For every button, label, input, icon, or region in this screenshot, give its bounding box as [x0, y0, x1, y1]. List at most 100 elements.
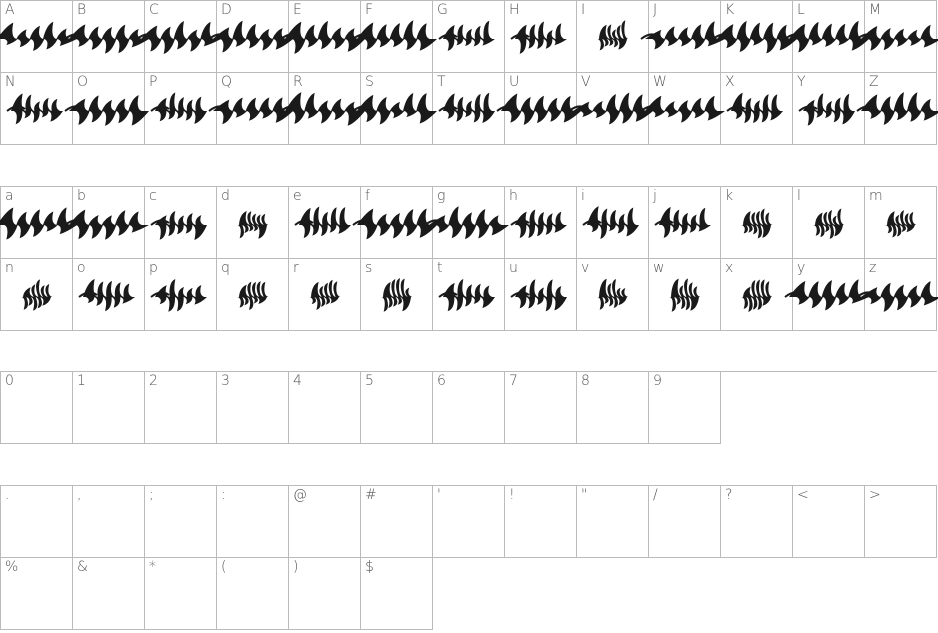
glyph-cell: >	[865, 486, 937, 558]
glyph-cell-label: "	[581, 487, 588, 503]
tribal-glyph-icon	[352, 208, 437, 240]
glyph-cell: &	[73, 558, 145, 630]
glyph-cell: A	[0, 1, 77, 73]
glyph-cell: r	[289, 259, 361, 331]
glyph-cell: )	[289, 558, 361, 630]
glyph-cell: m	[865, 187, 937, 259]
glyph-cell-label: X	[725, 74, 735, 90]
glyph-cell: .	[1, 486, 73, 558]
glyph-cell-label: :	[221, 487, 226, 503]
tribal-glyph-icon	[813, 208, 845, 239]
punctuation-glyph-grid: .,;:@#'!"/?<>%&*()$	[0, 485, 937, 630]
glyph-cell-label: 6	[437, 373, 446, 389]
glyph-cell-label: j	[653, 188, 657, 204]
glyph-cell-label: I	[581, 2, 586, 18]
glyph-cell-label: z	[869, 260, 877, 276]
glyph-cell: e	[289, 187, 361, 259]
glyph-cell: ;	[145, 486, 217, 558]
glyph-cell-label: G	[437, 2, 448, 18]
glyph-cell: P	[145, 73, 217, 145]
glyph-cell-label: 0	[5, 373, 14, 389]
glyph-cell: f	[352, 187, 437, 259]
glyph-cell: '	[433, 486, 505, 558]
tribal-glyph-icon	[438, 279, 495, 312]
glyph-cell-label: F	[365, 2, 374, 18]
glyph-cell-label: b	[77, 188, 86, 204]
glyph-cell-label: p	[149, 260, 158, 276]
glyph-cell-label: !	[509, 487, 515, 503]
glyph-cell-label: P	[149, 74, 158, 90]
glyph-cell-label: O	[77, 74, 89, 90]
glyph-cell-label: t	[437, 260, 443, 276]
glyph-cell-label: r	[293, 260, 299, 276]
glyph-cell-label: h	[509, 188, 518, 204]
glyph-cell-label: %	[5, 559, 19, 575]
glyph-cell: 1	[73, 372, 145, 444]
glyph-cell-label: 1	[77, 373, 86, 389]
glyph-cell-label: Q	[221, 74, 233, 90]
glyph-cell-label: A	[5, 2, 15, 18]
glyph-cell-label: N	[5, 74, 16, 90]
glyph-cell-label: c	[149, 188, 157, 204]
glyph-cell-label: Z	[869, 74, 879, 90]
glyph-cell-label: 9	[653, 373, 662, 389]
glyph-cell-label: q	[221, 260, 230, 276]
glyph-cell: C	[136, 1, 221, 73]
glyph-cell-label: '	[437, 487, 441, 503]
glyph-cell: I	[577, 1, 649, 73]
glyph-cell: w	[649, 259, 721, 331]
glyph-cell: B	[64, 1, 149, 73]
glyph-cell-label: .	[5, 487, 10, 503]
glyph-cell: N	[1, 73, 73, 145]
glyph-cell: g	[424, 187, 509, 259]
glyph-cell: U	[496, 73, 581, 145]
glyph-cell: Y	[793, 73, 865, 145]
glyph-cell: 3	[217, 372, 289, 444]
glyph-cell: ?	[721, 486, 793, 558]
glyph-cell-label: J	[653, 2, 658, 18]
glyph-cell: #	[361, 486, 433, 558]
tribal-glyph-icon	[654, 206, 711, 238]
glyph-cell: 0	[1, 372, 73, 444]
glyph-cell-label: ;	[149, 487, 154, 503]
glyph-cell-label: n	[5, 260, 14, 276]
glyph-cell-label: m	[869, 188, 883, 204]
glyph-cell-label: E	[293, 2, 302, 18]
glyph-cell: X	[721, 73, 793, 145]
glyph-cell: s	[361, 259, 433, 331]
glyph-cell: u	[505, 259, 577, 331]
glyph-cell: v	[577, 259, 649, 331]
glyph-cell: /	[649, 486, 721, 558]
glyph-cell-label: R	[293, 74, 303, 90]
glyph-cell: J	[640, 1, 725, 73]
glyph-cell-label: V	[581, 74, 591, 90]
glyph-cell-label: i	[581, 188, 585, 204]
glyph-cell-label: v	[581, 260, 590, 276]
glyph-cell: p	[145, 259, 217, 331]
glyph-cell: c	[145, 187, 217, 259]
tribal-glyph-icon	[582, 206, 639, 239]
glyph-cell-label: 7	[509, 373, 518, 389]
glyph-cell: <	[793, 486, 865, 558]
glyph-cell: K	[712, 1, 797, 73]
glyph-cell-label: e	[293, 188, 302, 204]
glyph-cell-label: 8	[581, 373, 590, 389]
glyph-cell: Z	[856, 73, 938, 145]
glyph-cell: :	[217, 486, 289, 558]
glyph-cell-label: H	[509, 2, 520, 18]
glyph-cell-label: 2	[149, 373, 158, 389]
glyph-cell: n	[1, 259, 73, 331]
glyph-cell-label: @	[293, 487, 307, 503]
glyph-cell-label: s	[365, 260, 373, 276]
glyph-cell: 6	[433, 372, 505, 444]
glyph-cell: G	[433, 1, 505, 73]
glyph-cell: @	[289, 486, 361, 558]
glyph-cell-label: f	[365, 188, 370, 204]
glyph-cell: D	[208, 1, 293, 73]
glyph-cell-label: 4	[293, 373, 302, 389]
glyph-cell-label: &	[77, 559, 88, 575]
tribal-glyph-icon	[597, 20, 629, 51]
glyph-cell: !	[505, 486, 577, 558]
